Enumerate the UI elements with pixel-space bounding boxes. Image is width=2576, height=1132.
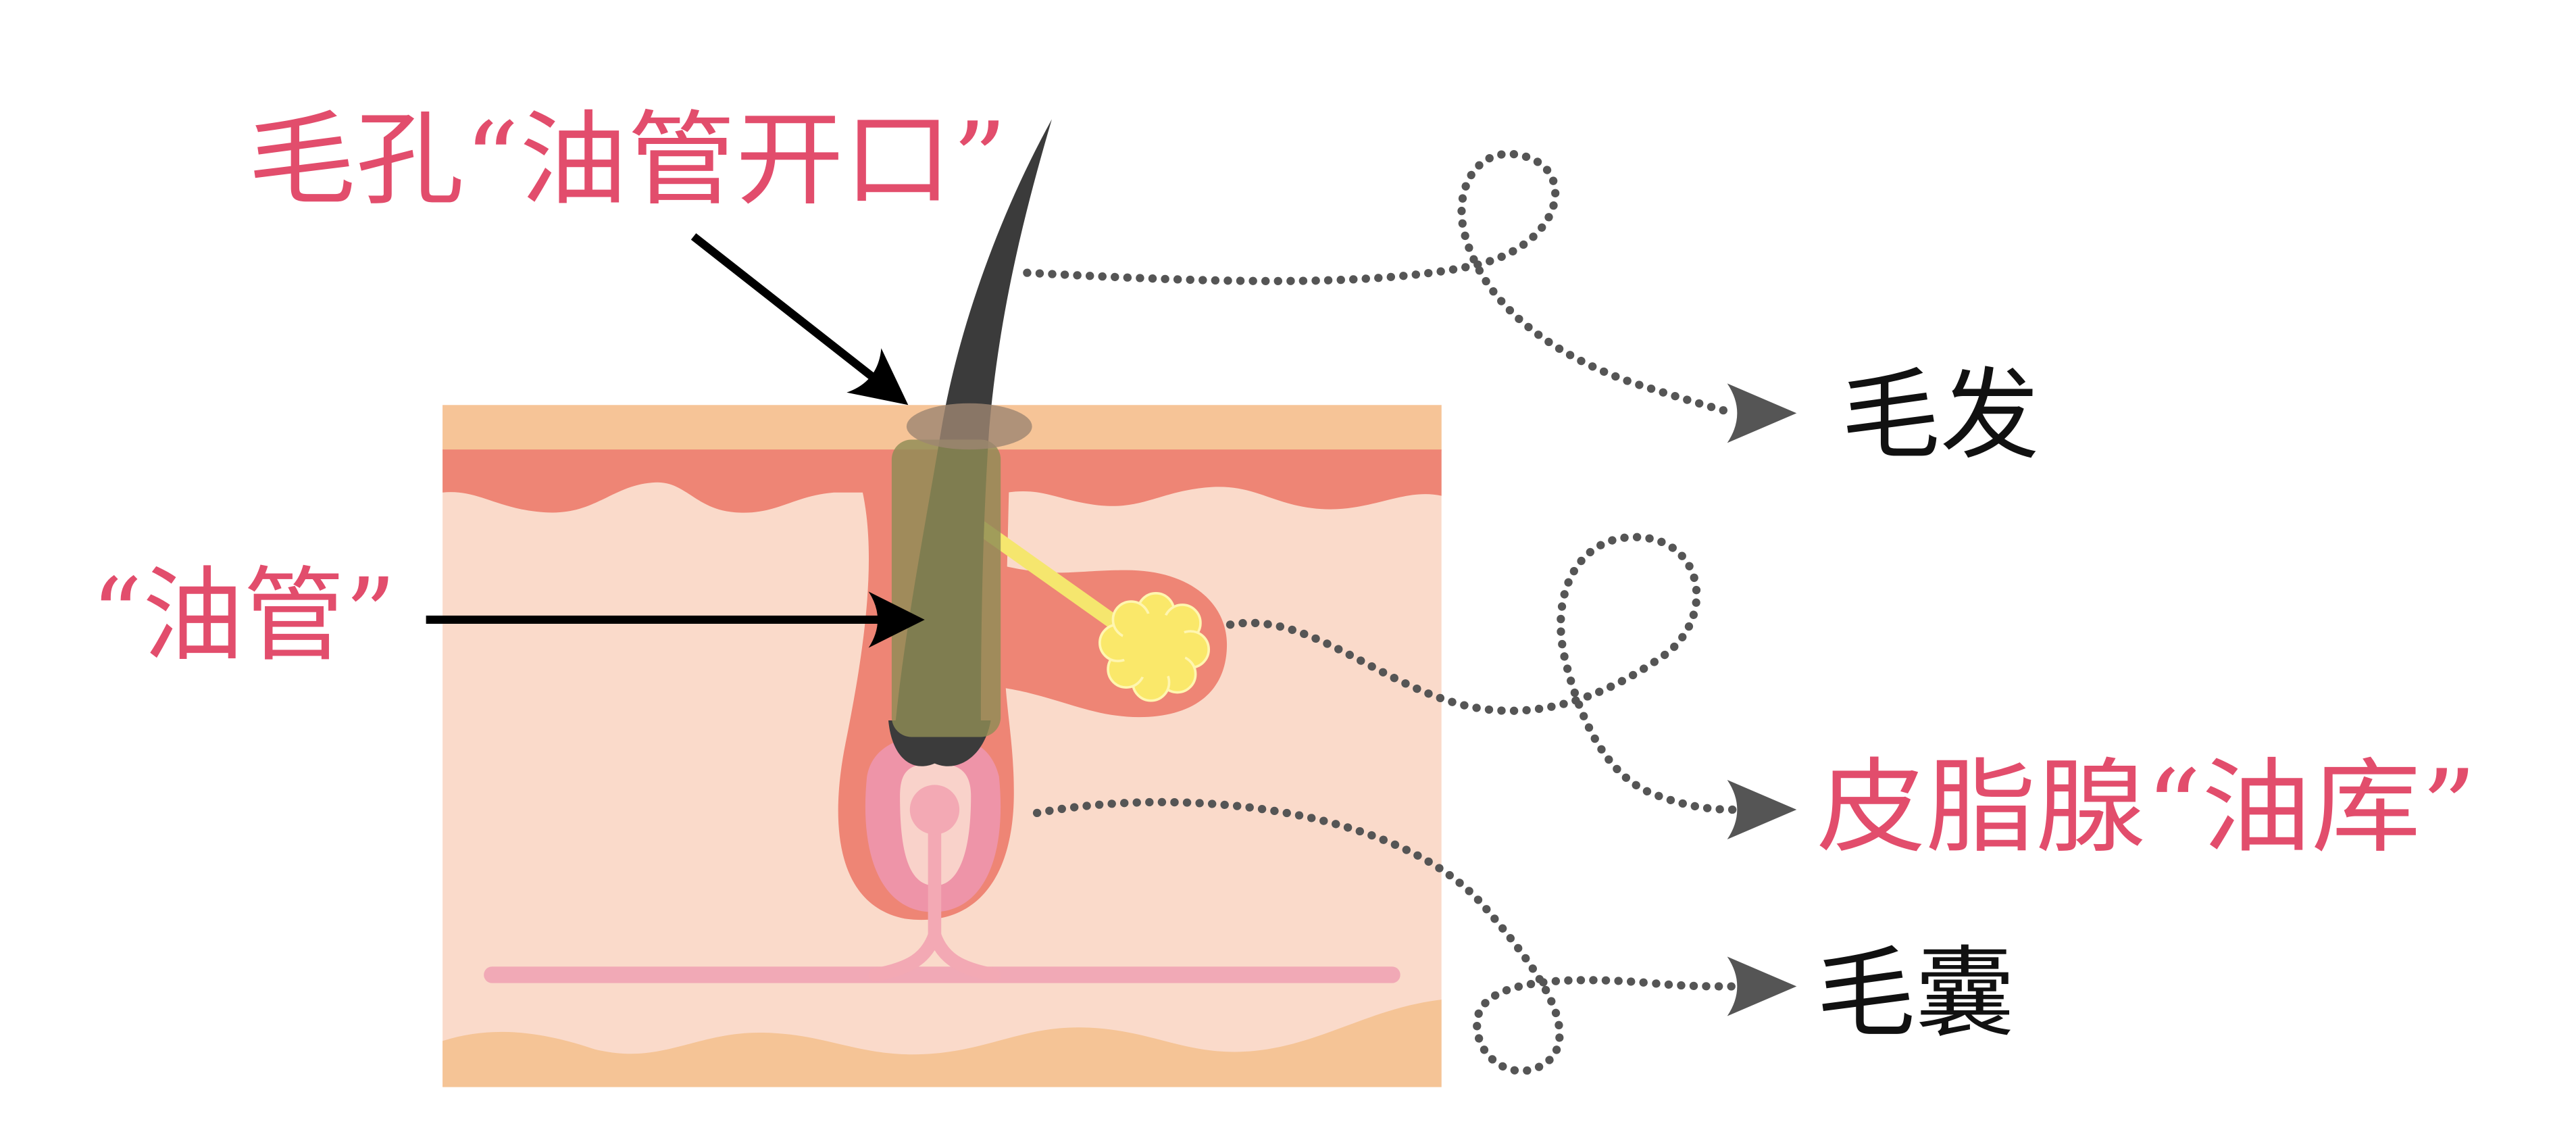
- subcutaneous-layer: [443, 1000, 1442, 1087]
- hair-callout-connector: [1023, 149, 1797, 443]
- label-pore-opening: 毛孔“油管开口”: [248, 100, 1007, 220]
- follicle-callout-connector: [1032, 797, 1797, 1075]
- dermal-papilla: [868, 819, 1001, 982]
- pore-pointer-arrow: [690, 233, 909, 405]
- sebum-duct-line: [969, 518, 1144, 645]
- label-oil-duct: “油管”: [91, 556, 396, 675]
- duct-pointer-arrow: [426, 591, 925, 648]
- gland-callout-connector: [1226, 533, 1797, 840]
- oil-duct-overlay: [891, 439, 1001, 737]
- label-sebaceous-gland: 皮脂腺“油库”: [1817, 747, 2477, 867]
- sebum-cluster: [1098, 591, 1211, 702]
- papilla-head: [909, 785, 960, 835]
- label-hair-follicle: 毛囊: [1817, 936, 2015, 1052]
- label-hair: 毛发: [1841, 358, 2039, 473]
- pore-opening: [906, 403, 1032, 450]
